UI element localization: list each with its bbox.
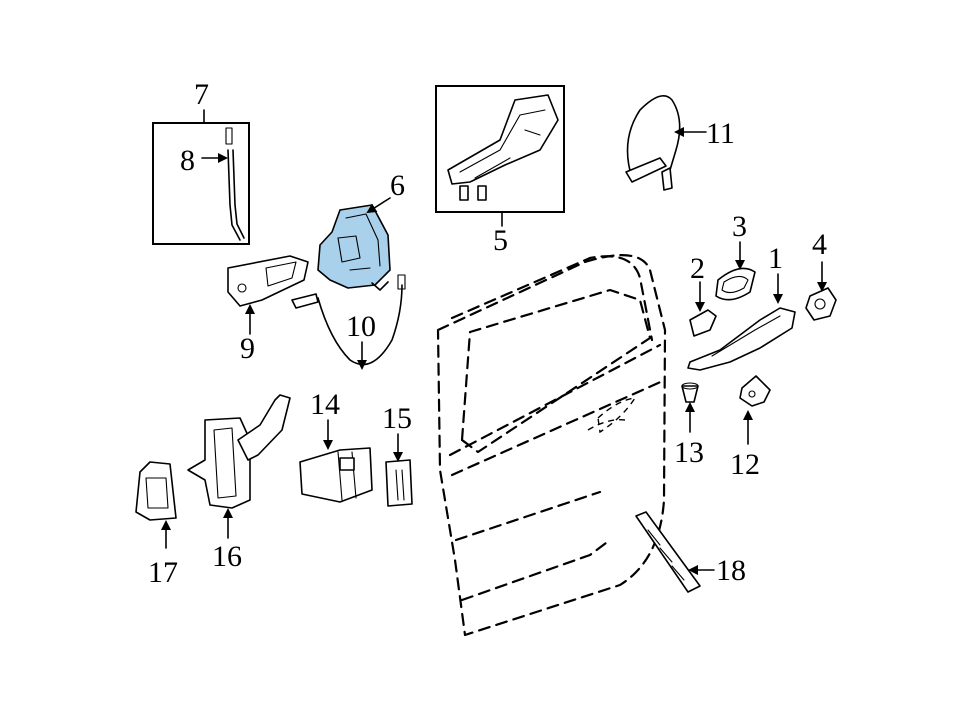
part-16-door-check — [187, 394, 291, 509]
part-11-cable — [625, 94, 681, 191]
part-18-guide — [635, 511, 701, 593]
callout-8: 8 — [180, 144, 195, 177]
callout-17: 17 — [148, 556, 178, 589]
callout-7: 7 — [194, 78, 209, 111]
part-3-bezel — [715, 267, 756, 301]
part-10-cable — [291, 274, 406, 366]
callout-3: 3 — [732, 210, 747, 243]
callout-10: 10 — [346, 310, 376, 343]
part-7-rod-kit — [152, 109, 250, 245]
callout-15: 15 — [382, 402, 412, 435]
callout-13: 13 — [674, 436, 704, 469]
callout-4: 4 — [812, 228, 827, 261]
callout-5: 5 — [493, 224, 508, 257]
callout-labels: 7 8 6 9 10 5 11 3 2 1 4 13 12 14 15 16 1… — [148, 78, 827, 589]
part-1-outside-handle — [687, 307, 796, 371]
part-14-hinge — [299, 447, 373, 503]
part-15-shim — [385, 459, 413, 507]
callout-18: 18 — [716, 554, 746, 587]
part-9-inside-handle — [227, 255, 309, 307]
part-6-lock-actuator — [317, 204, 391, 291]
part-4-cap — [805, 287, 837, 321]
callout-12: 12 — [730, 448, 760, 481]
leader-lines — [161, 127, 827, 575]
part-13-grommet — [681, 382, 699, 403]
callout-14: 14 — [310, 388, 340, 421]
callout-9: 9 — [240, 332, 255, 365]
callout-11: 11 — [706, 117, 735, 150]
callout-16: 16 — [212, 540, 242, 573]
part-5-lock-assembly — [435, 85, 565, 227]
part-17-housing — [135, 461, 177, 521]
door-outline — [436, 254, 667, 637]
callout-6: 6 — [390, 169, 405, 202]
part-2-cover — [689, 309, 717, 337]
callout-1: 1 — [768, 242, 783, 275]
callout-2: 2 — [690, 252, 705, 285]
part-12-bracket — [739, 375, 771, 407]
